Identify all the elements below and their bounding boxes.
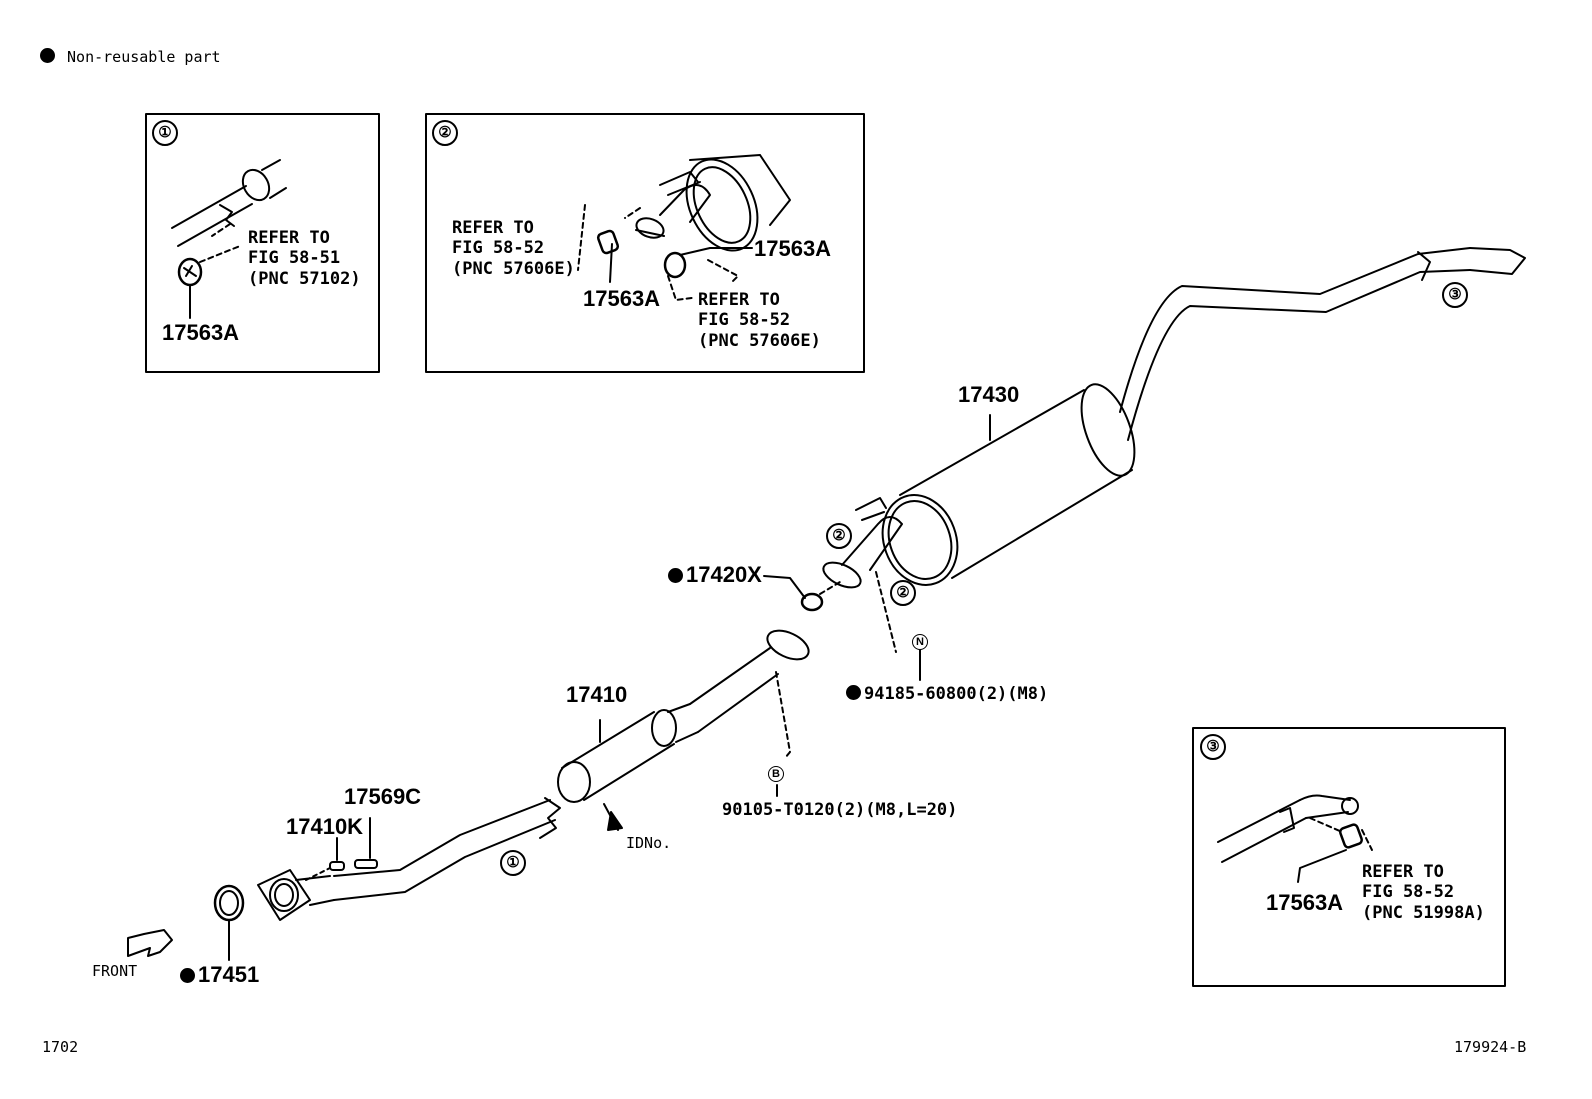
part-17451-label: 17451 bbox=[180, 964, 259, 986]
inset1-refer: REFER TO FIG 58-51 (PNC 57102) bbox=[248, 228, 361, 289]
inset3-part-label: 17563A bbox=[1266, 890, 1344, 915]
front-arrow-icon bbox=[127, 929, 173, 957]
inset2-refer-right-line: (PNC 57606E) bbox=[698, 330, 821, 351]
inset2-refer-left: REFER TO FIG 58-52 (PNC 57606E) bbox=[452, 218, 575, 279]
inset2-muffler-drawing bbox=[577, 154, 791, 301]
non-reusable-icon bbox=[846, 685, 861, 700]
legend-text: Non-reusable part bbox=[67, 48, 221, 66]
callout-2a: ② bbox=[826, 523, 852, 549]
inset3-refer-line: (PNC 51998A) bbox=[1362, 902, 1485, 923]
part-94185-text: 94185-60800(2)(M8) bbox=[864, 684, 1049, 704]
part-17430-label: 17430 bbox=[958, 382, 1020, 407]
callout-n: N bbox=[912, 634, 928, 650]
idno-label: IDNo. bbox=[626, 834, 672, 852]
inset2-refer-right: REFER TO FIG 58-52 (PNC 57606E) bbox=[698, 290, 821, 351]
inset2-refer-right-line: REFER TO bbox=[698, 290, 780, 310]
part-17420x-label: 17420X bbox=[668, 564, 762, 586]
inset1-pipe-drawing bbox=[171, 159, 287, 319]
bullet-icon bbox=[40, 48, 55, 63]
callout-1: ① bbox=[500, 850, 526, 876]
inset1-part-label: 17563A bbox=[162, 320, 240, 345]
inset-box-3 bbox=[1192, 727, 1506, 987]
inset1-refer-line: REFER TO bbox=[248, 228, 330, 248]
muffler-drawing bbox=[763, 247, 1526, 681]
inset2-refer-right-line: FIG 58-52 bbox=[698, 310, 791, 331]
inset3-tailpipe-drawing bbox=[1217, 794, 1373, 883]
inset3-refer: REFER TO FIG 58-52 (PNC 51998A) bbox=[1362, 862, 1485, 923]
inset-box-1 bbox=[145, 113, 380, 373]
center-pipe-drawing bbox=[539, 629, 810, 839]
inset2-refer-left-line: FIG 58-52 bbox=[452, 238, 545, 259]
inset1-refer-line: FIG 58-51 bbox=[248, 248, 341, 269]
inset-box-2 bbox=[425, 113, 865, 373]
non-reusable-icon bbox=[180, 968, 195, 983]
part-17569c-label: 17569C bbox=[344, 784, 422, 809]
front-label: FRONT bbox=[92, 962, 138, 980]
part-17451-text: 17451 bbox=[198, 962, 260, 987]
part-17410k-label: 17410K bbox=[286, 814, 364, 839]
non-reusable-icon bbox=[668, 568, 683, 583]
inset2-refer-left-line: (PNC 57606E) bbox=[452, 258, 575, 279]
part-94185-label: 94185-60800(2)(M8) bbox=[846, 684, 1048, 704]
inset2-marker: ② bbox=[432, 120, 458, 146]
inset2-part-left: 17563A bbox=[583, 286, 661, 311]
callout-3: ③ bbox=[1442, 282, 1468, 308]
legend-non-reusable: Non-reusable part bbox=[40, 48, 221, 65]
inset2-part-right: 17563A bbox=[754, 236, 832, 261]
part-17410-label: 17410 bbox=[566, 682, 628, 707]
front-pipe-drawing bbox=[213, 799, 556, 961]
callout-b: B bbox=[768, 766, 784, 782]
inset1-marker: ① bbox=[152, 120, 178, 146]
part-17420x-text: 17420X bbox=[686, 562, 762, 587]
inset3-marker: ③ bbox=[1200, 734, 1226, 760]
callout-2b: ② bbox=[890, 580, 916, 606]
inset3-refer-line: FIG 58-52 bbox=[1362, 882, 1455, 903]
inset2-refer-left-line: REFER TO bbox=[452, 218, 534, 238]
part-90105-label: 90105-T0120(2)(M8,L=20) bbox=[722, 800, 958, 820]
footer-right-code: 179924-B bbox=[1454, 1038, 1527, 1056]
footer-left-code: 1702 bbox=[42, 1038, 79, 1056]
inset3-refer-line: REFER TO bbox=[1362, 862, 1444, 882]
inset1-refer-line: (PNC 57102) bbox=[248, 268, 361, 289]
